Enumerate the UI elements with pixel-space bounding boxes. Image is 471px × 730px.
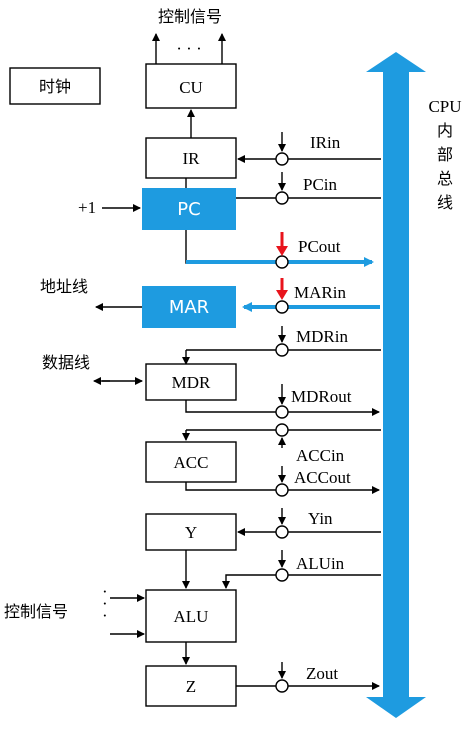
alu-label: ALU (174, 607, 209, 626)
cu-box (145, 63, 237, 109)
pc-label: PC (177, 199, 200, 220)
irin-gate (275, 152, 289, 166)
data-line-label: 数据线 (42, 353, 90, 372)
marin-red-arrow-head (276, 290, 288, 300)
bus-label-line-1: CPU (428, 97, 461, 116)
clock-label: 时钟 (39, 77, 71, 96)
control-signals-dots: · · · (176, 39, 201, 58)
alu-ctrl-dot-2: · (102, 594, 108, 613)
bus-label-line-3: 部 (437, 145, 453, 164)
alu-box (145, 589, 237, 643)
accin-gate (275, 423, 289, 437)
pc-box (142, 188, 236, 230)
marin-gate (275, 300, 289, 314)
acc-box (145, 441, 237, 483)
y-box (145, 513, 237, 551)
pcout-path-outline (185, 230, 278, 264)
aluin-arrow (222, 574, 276, 589)
cpu-internal-bus (366, 52, 426, 718)
z-box (145, 665, 237, 707)
zout-gate (275, 679, 289, 693)
mdrout-gate (275, 405, 289, 419)
mar-label: MAR (169, 297, 209, 318)
signal-mdrout: MDRout (291, 387, 352, 406)
signal-irin: IRin (310, 133, 341, 152)
control-signals-top-label: 控制信号 (158, 7, 222, 26)
z-label: Z (186, 677, 196, 696)
alu-ctrl-dot-1: · (102, 582, 108, 601)
y-label: Y (185, 523, 197, 542)
pcout-red-arrow-head (276, 246, 288, 256)
signal-mdrin: MDRin (296, 327, 348, 346)
pcout-gate (275, 255, 289, 269)
accout-gate (275, 483, 289, 497)
accout-line-left (185, 482, 276, 491)
alu-ctrl-dot-3: · (102, 606, 108, 625)
acc-label: ACC (174, 453, 209, 472)
signal-accin: ACCin (296, 446, 345, 465)
plus-one-label: +1 (78, 198, 96, 217)
cu-label: CU (179, 78, 203, 97)
control-signals-left-label: 控制信号 (4, 602, 68, 621)
ir-label: IR (183, 149, 201, 168)
pcin-gate (275, 191, 289, 205)
signal-pcin: PCin (303, 175, 338, 194)
yin-gate (275, 525, 289, 539)
signal-marin: MARin (294, 283, 346, 302)
clock-box (9, 67, 101, 105)
bus-label-line-4: 总 (437, 169, 453, 188)
bus-label-line-5: 线 (437, 193, 453, 212)
signal-accout: ACCout (294, 468, 351, 487)
mdr-box (145, 363, 237, 401)
signal-aluin: ALUin (296, 554, 345, 573)
mdrout-line-left (185, 400, 276, 413)
mdr-label: MDR (172, 373, 211, 392)
bus-label-line-2: 内 (437, 121, 453, 140)
signal-zout: Zout (306, 664, 338, 683)
signal-yin: Yin (308, 509, 333, 528)
bus-label: CPU 内 部 总 线 (428, 97, 461, 212)
mdrin-gate (275, 343, 289, 357)
mar-box (142, 286, 236, 328)
signal-pcout: PCout (298, 237, 341, 256)
aluin-gate (275, 568, 289, 582)
ir-box (145, 137, 237, 179)
address-line-label: 地址线 (40, 277, 88, 296)
